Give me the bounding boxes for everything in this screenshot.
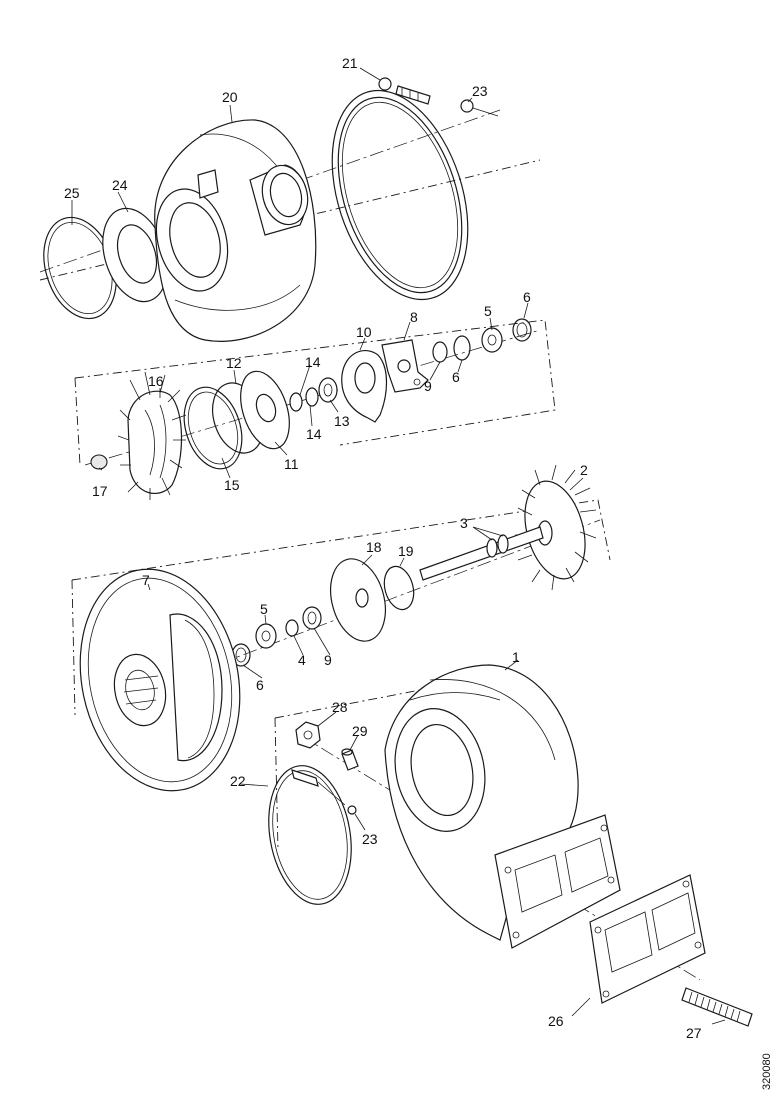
callout-25: 25 — [64, 185, 80, 201]
part-6-snap-ring-b — [453, 335, 471, 361]
callout-16: 16 — [148, 373, 164, 389]
part-21-v-band-clamp — [331, 77, 469, 301]
callout-5b: 5 — [260, 601, 268, 617]
part-17-nut — [90, 454, 108, 470]
callout-6a: 6 — [523, 289, 531, 305]
part-18-heat-shield — [330, 558, 386, 642]
callout-14a: 14 — [305, 354, 321, 370]
part-28-nut — [295, 721, 321, 749]
callout-28: 28 — [332, 699, 348, 715]
callout-13: 13 — [334, 413, 350, 429]
callout-18: 18 — [366, 539, 382, 555]
callout-7: 7 — [142, 572, 150, 588]
callout-23a: 23 — [472, 83, 488, 99]
callout-27: 27 — [686, 1025, 702, 1041]
part-11-back-plate — [240, 370, 290, 450]
callout-2: 2 — [580, 462, 588, 478]
leader-lines — [71, 67, 726, 1025]
reference-number: 320080 — [761, 1053, 773, 1090]
part-5-journal-bearing-c — [255, 623, 277, 649]
callout-12: 12 — [226, 355, 242, 371]
callout-3: 3 — [460, 515, 468, 531]
part-14-piston-ring — [289, 387, 319, 412]
callout-19: 19 — [398, 543, 414, 559]
callout-5a: 5 — [484, 303, 492, 319]
part-15-o-ring — [183, 386, 243, 470]
part-24-seal-plate — [102, 207, 168, 303]
part-3-piston-rings — [486, 534, 509, 558]
callout-17: 17 — [92, 483, 108, 499]
callout-6b: 6 — [452, 369, 460, 385]
callout-26: 26 — [548, 1013, 564, 1029]
callout-14b: 14 — [306, 426, 322, 442]
part-13-sleeve — [318, 377, 338, 403]
part-23-nut-top — [460, 99, 499, 117]
callout-29: 29 — [352, 723, 368, 739]
part-5-journal-bearing-b — [481, 327, 503, 353]
callout-9a: 9 — [424, 378, 432, 394]
part-4-ring — [285, 619, 299, 637]
callout-4: 4 — [298, 652, 306, 668]
part-26-gasket — [589, 874, 706, 1004]
callout-6c: 6 — [256, 677, 264, 693]
part-7-bearing-housing — [79, 568, 241, 792]
part-6-snap-ring-c — [512, 318, 532, 342]
callout-9b: 9 — [324, 652, 332, 668]
callout-8: 8 — [410, 309, 418, 325]
part-9-thrust-collar — [432, 341, 448, 363]
part-20-compressor-housing — [154, 119, 317, 342]
part-27-stud — [681, 987, 753, 1027]
callout-1: 1 — [512, 649, 520, 665]
callout-22: 22 — [230, 773, 246, 789]
callout-labels: 1 2 3 4 5 5 6 6 6 7 8 9 9 10 11 12 13 14… — [64, 55, 702, 1041]
callout-15: 15 — [224, 477, 240, 493]
part-9-collar-c — [302, 606, 322, 630]
part-2-turbine-wheel — [515, 464, 597, 591]
part-10-thrust-plate — [341, 350, 388, 423]
shaft — [419, 526, 544, 581]
callout-11: 11 — [284, 456, 299, 472]
part-23-nut-bottom — [347, 805, 357, 815]
part-22-v-band-clamp — [268, 765, 352, 905]
part-16-compressor-wheel — [117, 371, 187, 500]
part-1-turbine-housing — [384, 664, 621, 949]
callout-10: 10 — [356, 324, 372, 340]
part-8-thrust-bearing — [381, 339, 429, 393]
part-19-ring — [383, 565, 415, 611]
group-boundaries — [39, 159, 611, 851]
callout-24: 24 — [112, 177, 128, 193]
callout-23b: 23 — [362, 831, 378, 847]
callout-21: 21 — [342, 55, 358, 71]
callout-20: 20 — [222, 89, 238, 105]
part-29-bushing — [341, 748, 359, 771]
